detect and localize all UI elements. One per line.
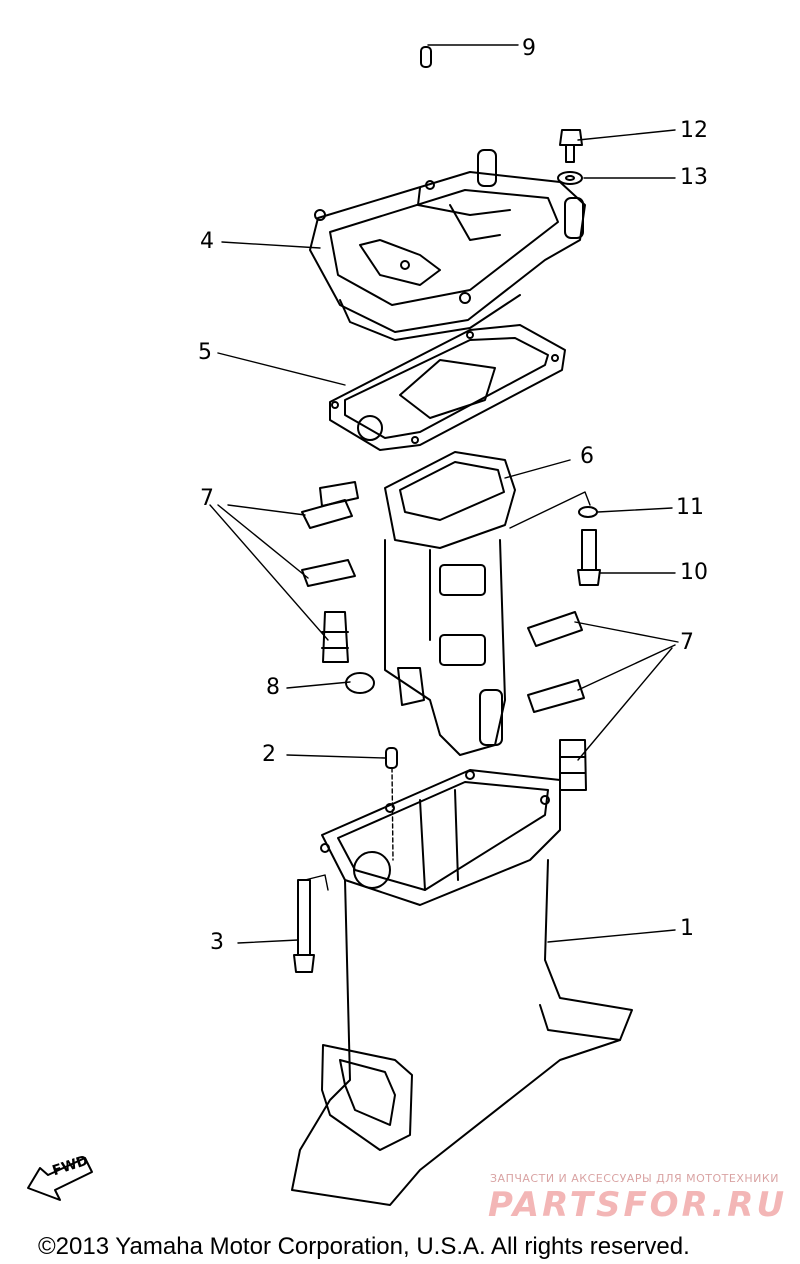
callout-7-right: 7 (680, 630, 694, 655)
callout-8: 8 (266, 675, 280, 700)
callout-13: 13 (680, 165, 708, 190)
grommet-8 (345, 672, 375, 694)
bolt-10 (577, 529, 601, 586)
callout-9: 9 (522, 36, 536, 61)
bolt-3 (293, 879, 315, 973)
upper-casing-4 (309, 149, 586, 341)
watermark-brand: PARTSFOR.RU (488, 1185, 788, 1225)
watermark-caption: ЗАПЧАСТИ И АКСЕССУАРЫ ДЛЯ МОТОТЕХНИКИ (490, 1172, 779, 1185)
callout-11: 11 (676, 495, 704, 520)
callout-6: 6 (580, 444, 594, 469)
washer-13 (557, 171, 583, 185)
drive-shaft-housing-1 (291, 769, 633, 1206)
callout-12: 12 (680, 118, 708, 143)
bolt-12 (559, 129, 583, 163)
callout-1: 1 (680, 916, 694, 941)
callout-2: 2 (262, 742, 276, 767)
callout-7-left: 7 (200, 486, 214, 511)
copyright-notice: ©2013 Yamaha Motor Corporation, U.S.A. A… (38, 1233, 690, 1260)
callout-5: 5 (198, 340, 212, 365)
rubber-mount-7-right (527, 611, 587, 791)
exhaust-guide-6 (384, 451, 516, 756)
dowel-pin-9 (420, 46, 432, 68)
callout-3: 3 (210, 930, 224, 955)
gasket-5 (329, 324, 566, 451)
fwd-arrow-icon (27, 1157, 93, 1201)
dowel-pin-2 (385, 747, 398, 769)
washer-11 (578, 506, 598, 518)
rubber-mount-7-left (301, 481, 359, 663)
callout-10: 10 (680, 560, 708, 585)
callout-4: 4 (200, 229, 214, 254)
